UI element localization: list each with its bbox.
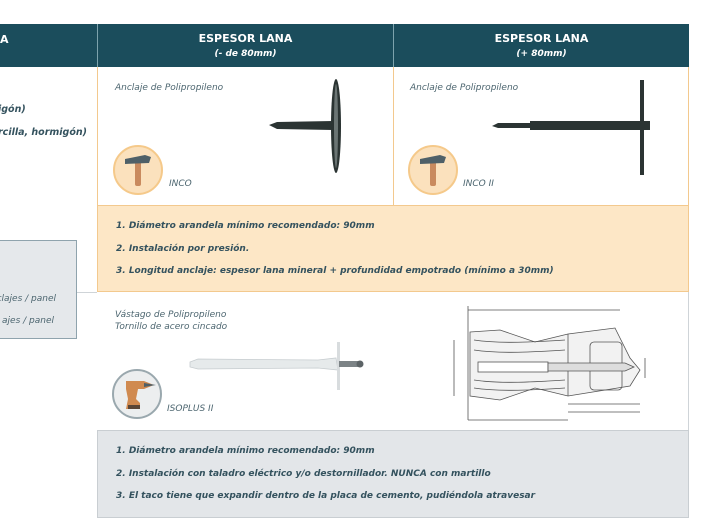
inco-anchor-image	[269, 79, 341, 173]
note-item: 1. Diámetro arandela mínimo recomendado:…	[116, 446, 375, 456]
hammer-icon	[420, 155, 446, 186]
column-divider	[393, 67, 394, 205]
divider	[77, 292, 97, 293]
left-column-text: rcilla, hormigón)	[0, 127, 87, 138]
product-material: Anclaje de Polipropileno	[115, 83, 224, 93]
inco-ii-anchor-image	[492, 80, 650, 175]
drill-notes-panel: 1. Diámetro arandela mínimo recomendado:…	[97, 430, 689, 518]
note-item: 2. Instalación con taladro eléctrico y/o…	[116, 469, 491, 479]
product-material: Anclaje de Polipropileno	[410, 83, 519, 93]
hammer-notes-panel: 1. Diámetro arandela mínimo recomendado:…	[97, 205, 689, 292]
header-subtitle: (- de 80mm)	[214, 49, 277, 59]
hammer-tool-badge	[113, 145, 163, 195]
left-box-text: clajes / panel	[0, 294, 56, 304]
left-info-box: clajes / panel ajes / panel	[0, 240, 77, 339]
table-header: A ESPESOR LANA (- de 80mm) ESPESOR LANA …	[0, 24, 689, 67]
product-material: Tornillo de acero cincado	[115, 322, 228, 332]
left-box-text: ajes / panel	[2, 316, 54, 326]
header-title: ESPESOR LANA	[198, 32, 293, 45]
note-item: 2. Instalación por presión.	[116, 244, 250, 254]
header-title: ESPESOR LANA	[494, 32, 589, 45]
product-name: INCO	[169, 179, 192, 189]
header-cell-thick: ESPESOR LANA (+ 80mm)	[394, 24, 689, 75]
header-divider	[97, 24, 98, 67]
product-material: Vástago de Polipropileno	[115, 310, 227, 320]
product-name: INCO II	[463, 179, 494, 189]
product-name: ISOPLUS II	[167, 404, 214, 414]
header-cell-left: A	[0, 24, 97, 67]
drill-tool-badge	[112, 369, 162, 419]
hammer-tool-badge	[408, 145, 458, 195]
header-cell-thin: ESPESOR LANA (- de 80mm)	[98, 24, 393, 75]
left-column-text: igón)	[0, 104, 26, 115]
note-item: 3. Longitud anclaje: espesor lana minera…	[116, 266, 554, 276]
hammer-icon	[125, 155, 151, 186]
isoplus-anchor-image	[189, 342, 364, 390]
header-subtitle: (+ 80mm)	[516, 49, 567, 59]
note-item: 1. Diámetro arandela mínimo recomendado:…	[116, 221, 375, 231]
technical-drawing	[453, 306, 646, 421]
note-item: 3. El taco tiene que expandir dentro de …	[116, 491, 536, 501]
header-divider	[393, 24, 394, 67]
drill-icon	[126, 381, 156, 409]
header-left-title: A	[0, 33, 9, 46]
